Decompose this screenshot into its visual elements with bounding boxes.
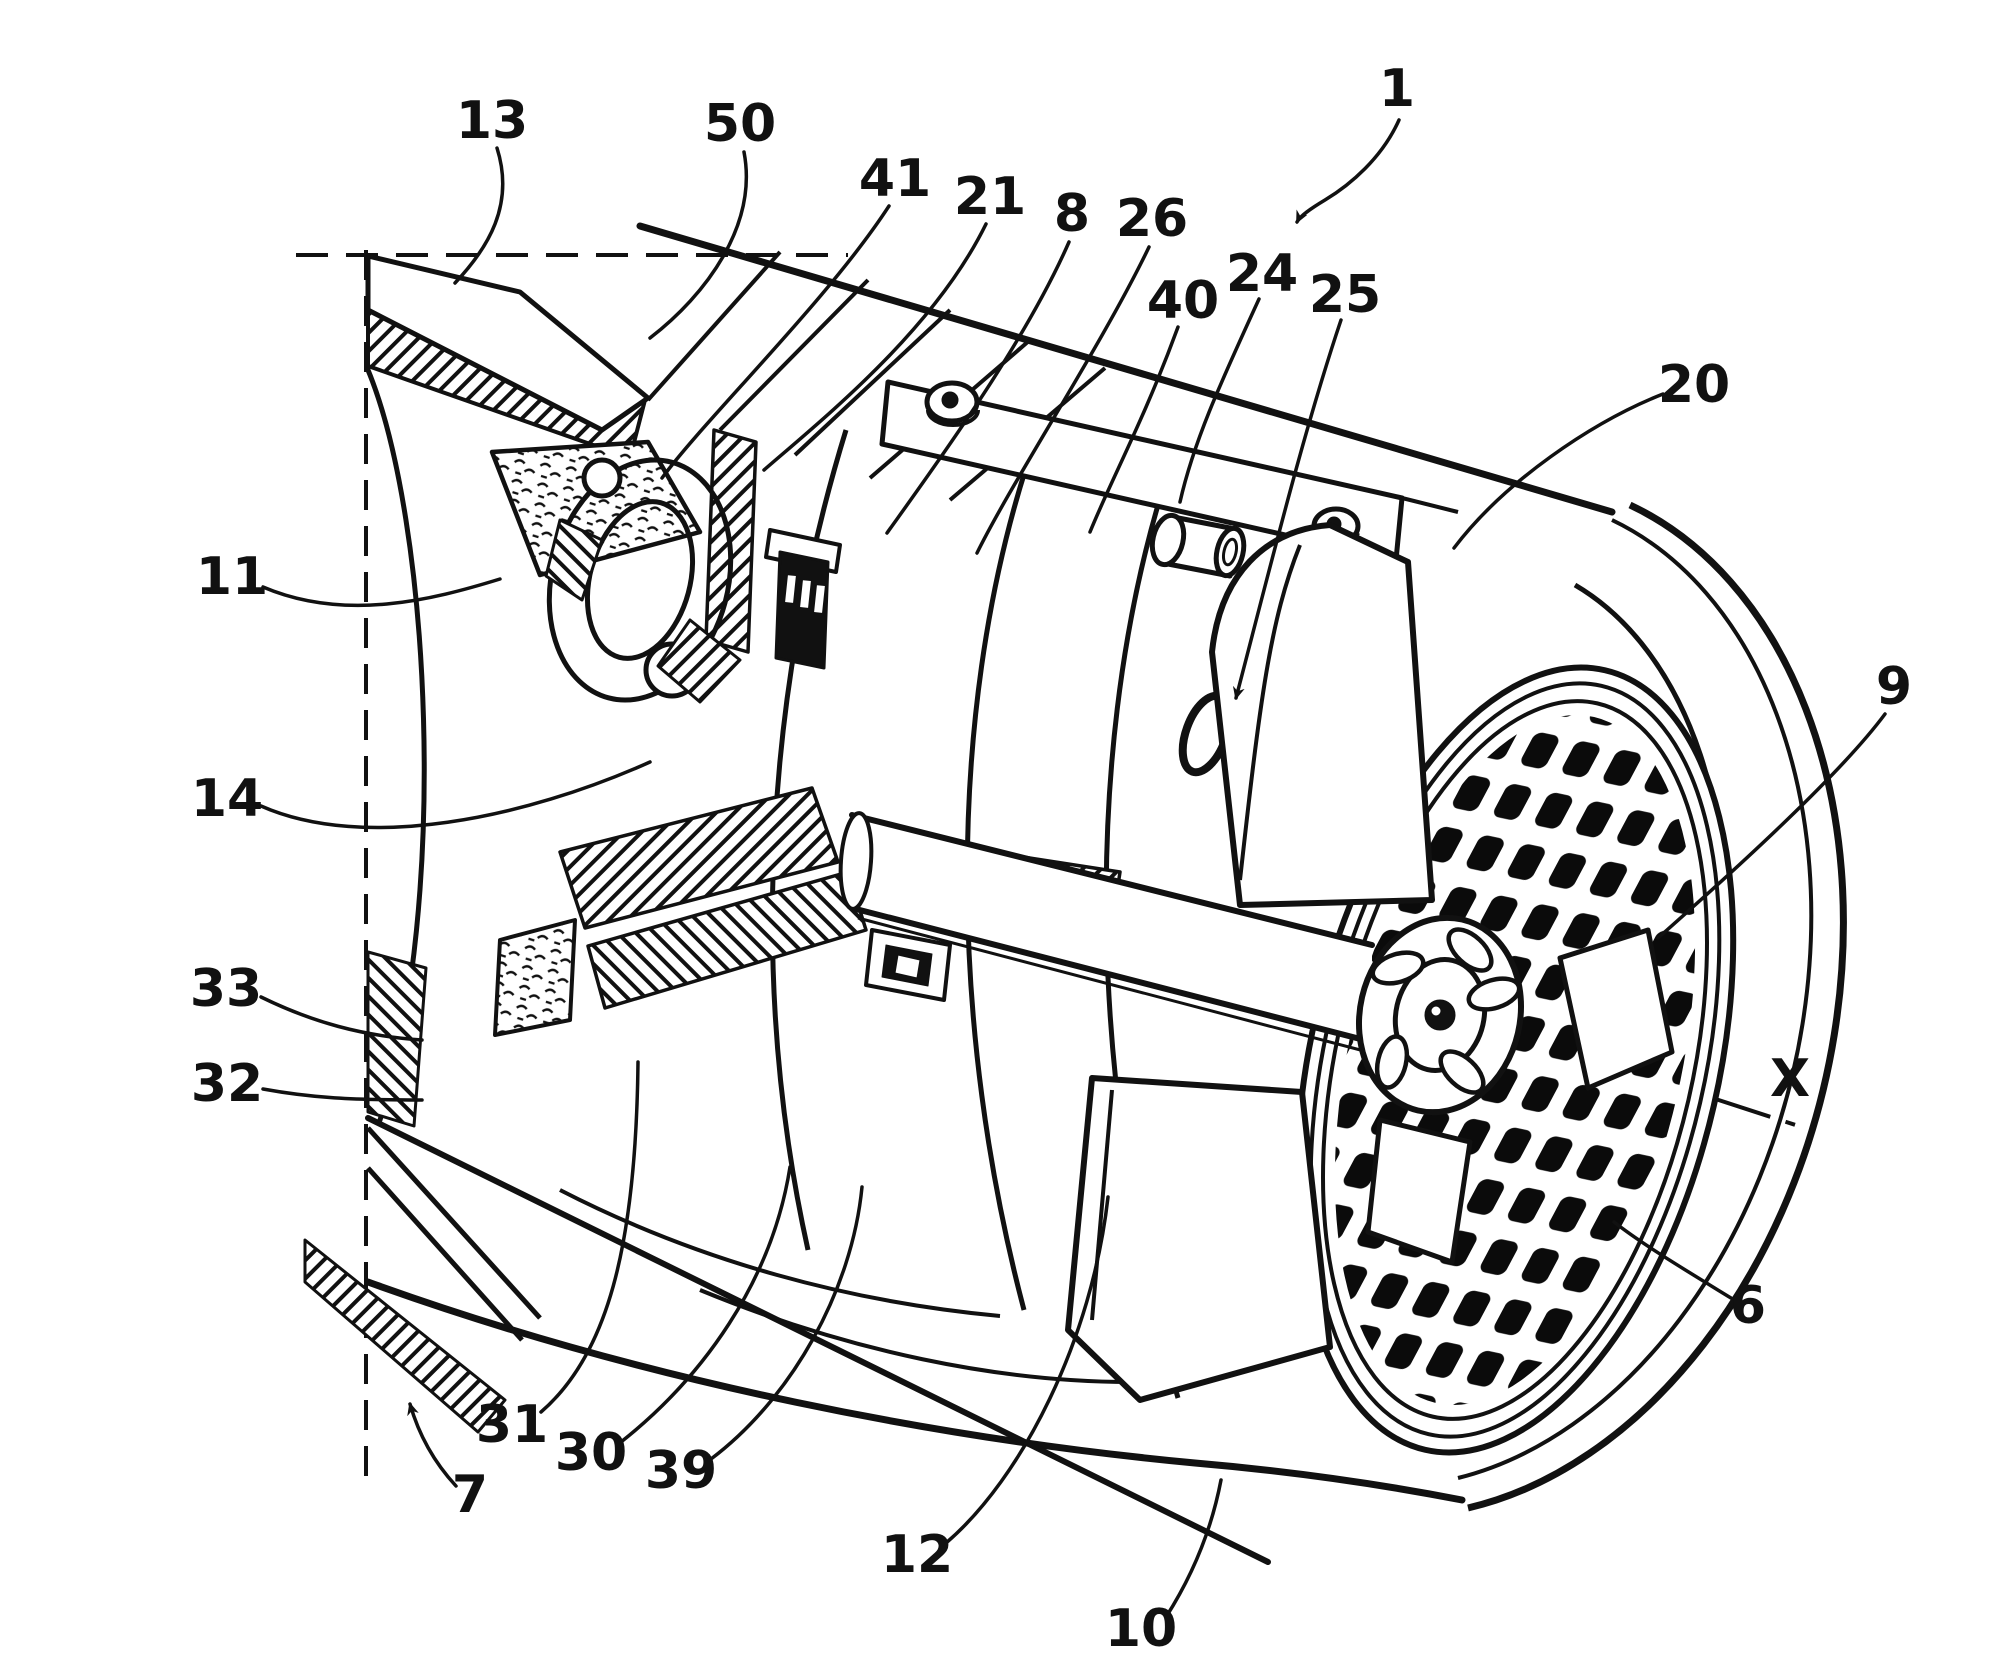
leader-25: [1232, 318, 1343, 700]
ref-label-21: 21: [954, 167, 1026, 227]
bearing: [544, 457, 742, 704]
winding-end-lower: [493, 918, 577, 1037]
leader-14: [259, 760, 652, 830]
leader-20: [1452, 392, 1665, 550]
winding-end-upper: [489, 439, 703, 578]
leader-41: [660, 204, 891, 480]
ref-label-32: 32: [191, 1054, 263, 1114]
housing-bottom-edge: [364, 1278, 1466, 1504]
rotor-hatch-band: [586, 870, 868, 1010]
ref-label-1: 1: [1379, 59, 1415, 119]
foot-edge: [366, 1126, 542, 1320]
ref-label-31: 31: [476, 1395, 548, 1455]
ref-label-41: 41: [859, 149, 931, 209]
fan-blade-right: [1557, 927, 1675, 1091]
leader-8: [885, 240, 1071, 535]
leader-40: [1088, 325, 1180, 534]
housing-cut-edge: [365, 1115, 1271, 1565]
fan-hub: [1355, 914, 1525, 1116]
ref-label-11: 11: [196, 547, 268, 607]
ref-label-6: 6: [1730, 1276, 1766, 1336]
rotor-hatch-band: [558, 786, 840, 930]
bearing-ball: [581, 457, 623, 499]
ref-label-8: 8: [1054, 184, 1090, 244]
screw-head: [924, 380, 980, 427]
ref-label-24: 24: [1226, 244, 1298, 304]
housing-top-edge: [636, 222, 1616, 516]
fan-blade-bottom: [1365, 1117, 1473, 1265]
leader-24: [1178, 297, 1261, 504]
ref-label-39: 39: [645, 1441, 717, 1501]
housing-cap-strip: [365, 253, 651, 433]
leader-10: [1164, 1478, 1223, 1619]
leader-21: [762, 222, 988, 472]
fan-group: [1065, 522, 1675, 1403]
terminal-plate-group: [879, 379, 1459, 777]
ref-label-7: 7: [452, 1465, 488, 1525]
ref-label-20: 20: [1658, 355, 1730, 415]
leader-50: [648, 150, 749, 340]
fan-blade-top: [1209, 522, 1435, 908]
ref-label-X: X: [1770, 1049, 1810, 1109]
shaft-end-center: [1424, 999, 1456, 1031]
ref-label-9: 9: [1876, 657, 1912, 717]
terminal-bolt: [1149, 512, 1247, 579]
ref-label-13: 13: [456, 91, 528, 151]
shaft-left-end: [838, 811, 874, 911]
ref-label-33: 33: [190, 959, 262, 1019]
ref-label-25: 25: [1309, 265, 1381, 325]
leader-7: [407, 1402, 458, 1488]
shaft: [852, 815, 1372, 1042]
ref-label-50: 50: [704, 94, 776, 154]
leader-1: [1295, 118, 1401, 224]
housing-outline: [364, 222, 1616, 1565]
ref-label-26: 26: [1116, 189, 1188, 249]
leader-6: [1612, 1220, 1733, 1300]
ref-label-10: 10: [1105, 1599, 1177, 1659]
foot-edge: [366, 1166, 524, 1342]
foot-hatch-sliver: [303, 1238, 507, 1434]
ref-label-12: 12: [881, 1525, 953, 1585]
leader-33: [259, 995, 424, 1042]
leader-32: [261, 1087, 424, 1102]
leader-12: [944, 1195, 1110, 1545]
leader-9: [1656, 712, 1887, 940]
ref-label-40: 40: [1147, 271, 1219, 331]
leader-11: [261, 577, 502, 608]
ref-label-30: 30: [555, 1423, 627, 1483]
leader-39: [709, 1185, 864, 1461]
ref-label-14: 14: [191, 769, 263, 829]
leader-13: [453, 146, 505, 285]
leader-30: [619, 1165, 792, 1444]
fan-blade-lower-left: [1065, 1075, 1333, 1403]
leader-26: [975, 245, 1151, 555]
leader-31: [539, 1060, 640, 1414]
